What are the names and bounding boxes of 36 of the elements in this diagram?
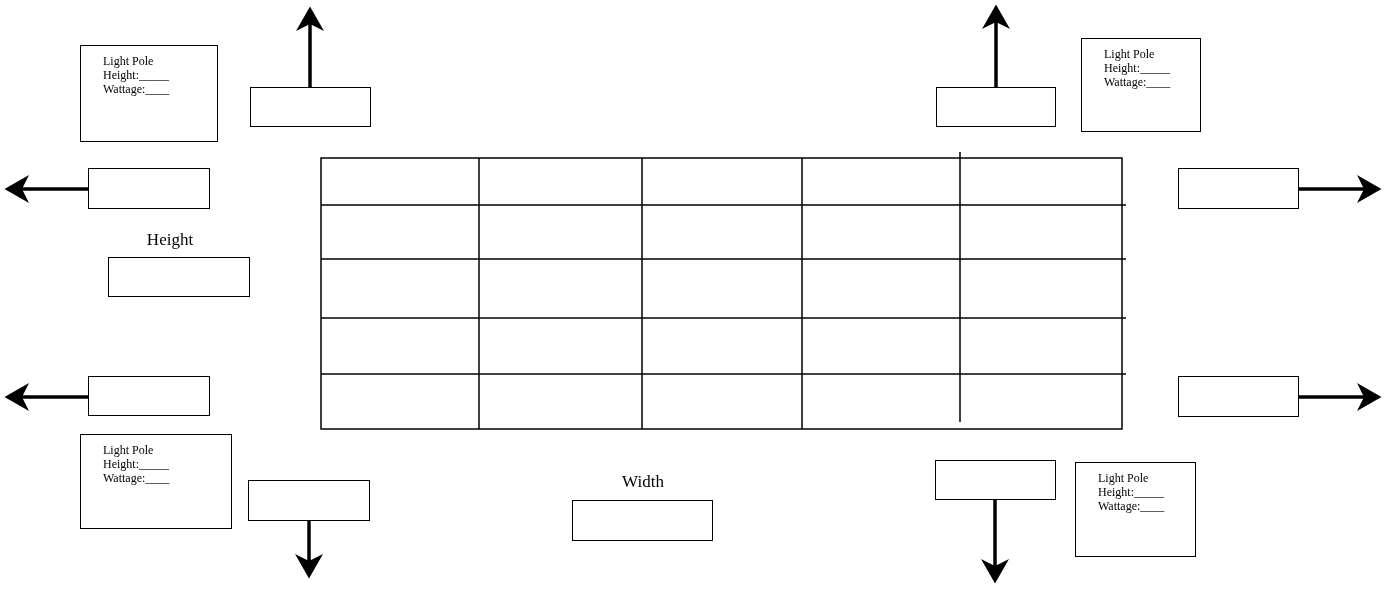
arrow <box>982 4 1010 87</box>
pole-info-text: Wattage:____ <box>1098 499 1166 513</box>
light-pole-info-box <box>80 45 218 142</box>
answer-box <box>250 87 371 127</box>
answer-box <box>1178 168 1299 209</box>
pole-info-text: Light Pole <box>1098 471 1150 485</box>
pole-info-text: Light Pole <box>1104 47 1156 61</box>
arrow <box>296 6 324 87</box>
answer-box <box>108 257 250 297</box>
light-pole-info-box <box>80 434 232 529</box>
pole-info-text: Wattage:____ <box>103 471 171 485</box>
pole-info-text: Light Pole <box>103 54 155 68</box>
arrow <box>4 175 88 203</box>
field-label: Height <box>146 230 194 250</box>
light-pole-info-box <box>1075 462 1196 557</box>
answer-box <box>248 480 370 521</box>
light-pole-info-box <box>1081 38 1201 132</box>
answer-box <box>88 376 210 416</box>
arrow <box>1299 175 1382 203</box>
answer-box <box>572 500 713 541</box>
arrow <box>1299 383 1382 411</box>
answer-box <box>88 168 210 209</box>
pole-info-text: Height:_____ <box>103 68 170 82</box>
answer-box <box>935 460 1056 500</box>
arrow <box>295 521 323 579</box>
pole-info-text: Wattage:____ <box>103 82 171 96</box>
answer-box <box>1178 376 1299 417</box>
arrow <box>4 383 88 411</box>
pole-info-text: Height:_____ <box>1104 61 1171 75</box>
field-label: Width <box>622 472 664 492</box>
pole-info-text: Light Pole <box>103 443 155 457</box>
pole-info-text: Wattage:____ <box>1104 75 1172 89</box>
arrow <box>981 500 1009 584</box>
pole-info-text: Height:_____ <box>1098 485 1165 499</box>
answer-box <box>936 87 1056 127</box>
pole-info-text: Height:_____ <box>103 457 170 471</box>
